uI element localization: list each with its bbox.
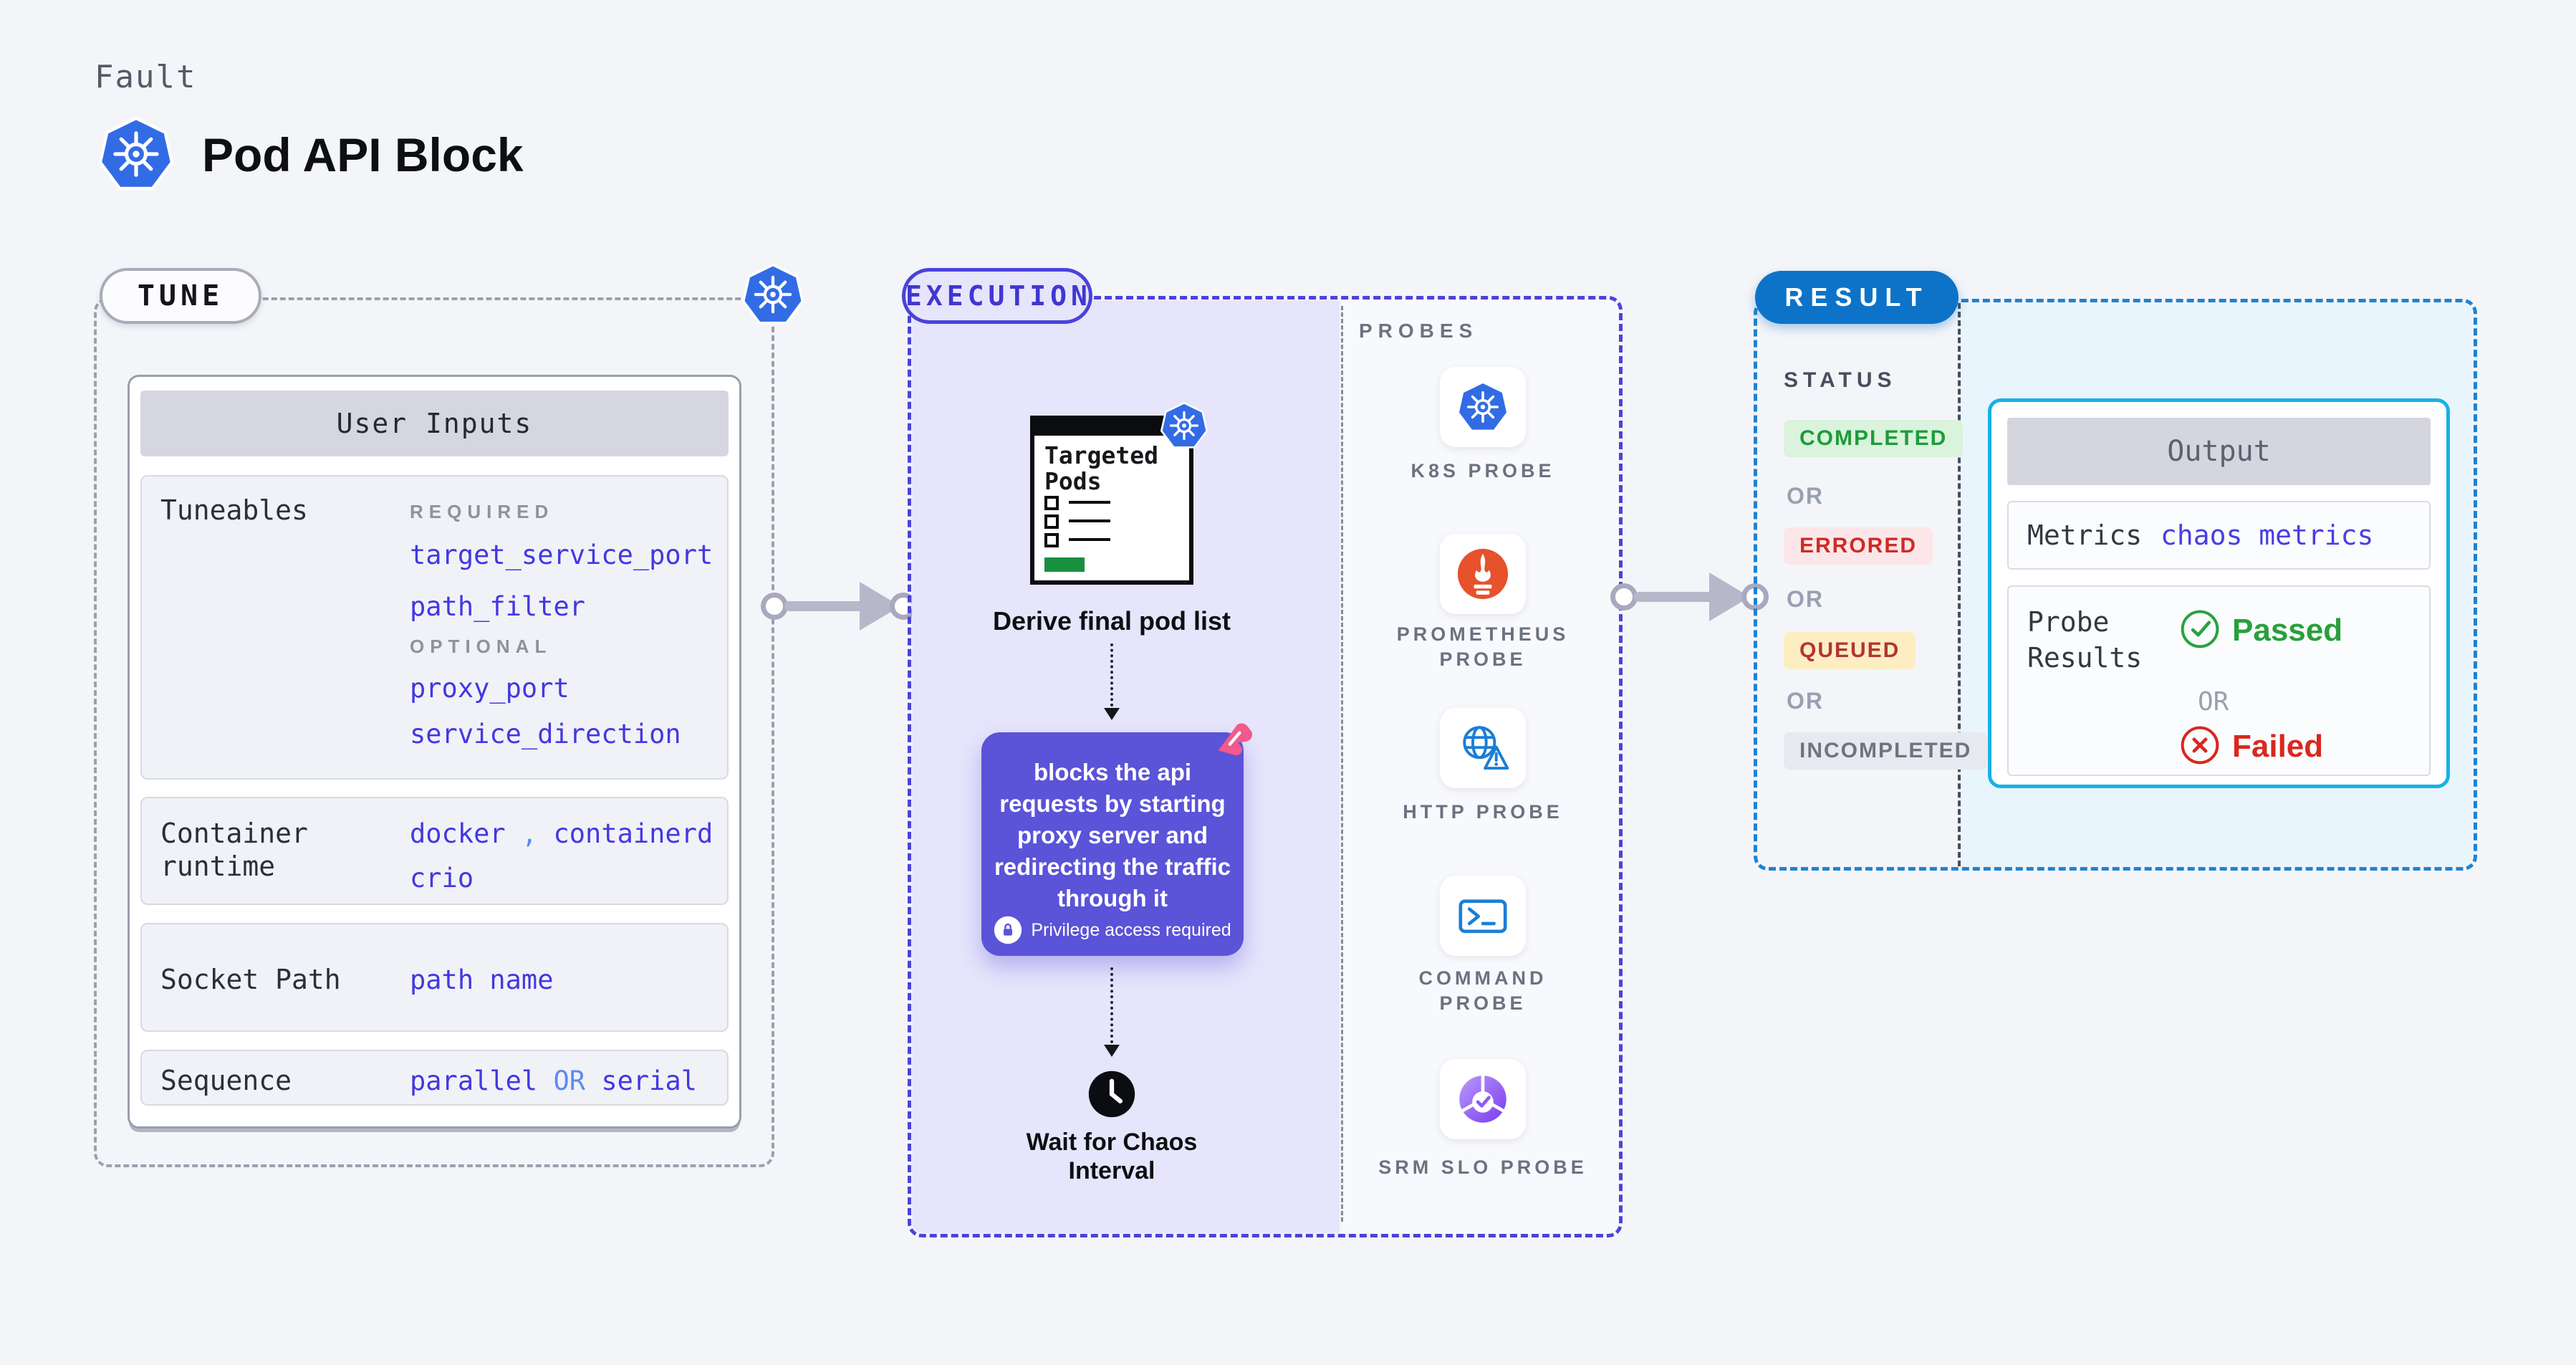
sequence-label: Sequence <box>160 1065 292 1096</box>
probe-card-prometheus <box>1440 534 1526 614</box>
passed-check-icon <box>2179 608 2221 650</box>
socket-path-row: Socket Path path name <box>140 923 729 1032</box>
dotted-connector <box>1110 643 1113 707</box>
srm-slo-probe-icon <box>1455 1071 1511 1127</box>
container-runtime-row: Container runtime docker , containerd cr… <box>140 797 729 905</box>
dotted-connector <box>1110 967 1113 1043</box>
tuneable-required-value: path_filter <box>410 591 586 622</box>
container-runtime-label: Container runtime <box>160 818 308 882</box>
result-divider <box>1958 303 1961 866</box>
user-inputs-title: User Inputs <box>140 391 729 456</box>
k8s-probe-icon <box>1457 381 1509 433</box>
arrowhead-icon <box>1104 1045 1120 1057</box>
passed-label: Passed <box>2232 613 2343 648</box>
page-title: Pod API Block <box>202 128 524 181</box>
tuneables-row: Tuneables REQUIRED target_service_port p… <box>140 475 729 780</box>
probe-label: HTTP PROBE <box>1403 801 1563 823</box>
probe-label: SRM SLO PROBE <box>1378 1156 1587 1178</box>
status-heading: STATUS <box>1784 368 1897 392</box>
connector-dot <box>1610 583 1638 610</box>
checkbox-icon <box>1044 514 1059 529</box>
probe-card-http <box>1440 708 1526 788</box>
sequence-value: parallel OR serial <box>410 1065 697 1096</box>
metrics-value: chaos metrics <box>2161 519 2374 551</box>
probe-label: PROMETHEUS PROBE <box>1396 623 1570 670</box>
kubernetes-icon <box>99 117 173 191</box>
status-badge: INCOMPLETED <box>1784 732 1988 770</box>
tune-pill: TUNE <box>100 268 261 324</box>
tuneable-optional-value: service_direction <box>410 719 681 749</box>
result-pill: RESULT <box>1755 271 1959 324</box>
probe-results-row: Probe Results Passed OR Failed <box>2007 585 2431 776</box>
metrics-row: Metrics chaos metrics <box>2007 501 2431 570</box>
targeted-pods-card: Targeted Pods <box>1030 416 1193 585</box>
tuneable-required-value: target_service_port <box>410 540 713 570</box>
probe-label: COMMAND PROBE <box>1418 967 1547 1014</box>
output-card: Output Metrics chaos metrics Probe Resul… <box>1988 398 2450 788</box>
tuneable-optional-value: proxy_port <box>410 673 569 704</box>
fault-action-text: blocks the api requests by starting prox… <box>994 759 1231 911</box>
or-label: OR <box>1787 483 1824 509</box>
socket-path-value: path name <box>410 964 554 995</box>
prometheus-probe-icon <box>1455 546 1511 602</box>
targeted-pods-title: Targeted Pods <box>1044 441 1158 495</box>
probe-results-label: Probe Results <box>2027 606 2143 674</box>
probe-card-srm-slo <box>1440 1059 1526 1139</box>
execution-section <box>908 296 1623 1237</box>
http-probe-icon <box>1455 720 1511 776</box>
checkbox-icon <box>1044 533 1059 547</box>
fault-eyebrow: Fault <box>95 59 197 95</box>
failed-label: Failed <box>2232 729 2324 764</box>
progress-bar <box>1044 557 1085 572</box>
or-label: OR <box>2198 687 2229 717</box>
wait-chaos-interval-label: Wait for Chaos Interval <box>1026 1129 1198 1184</box>
tune-section <box>94 297 774 1167</box>
probes-heading: PROBES <box>1359 320 1479 342</box>
or-label: OR <box>1787 688 1824 714</box>
failed-cross-icon <box>2179 724 2221 766</box>
checkbox-icon <box>1044 496 1059 510</box>
probes-divider <box>1341 306 1343 1222</box>
probe-label: K8S PROBE <box>1410 460 1555 482</box>
chaos-arrow-icon <box>1212 719 1256 764</box>
derive-pod-list-label: Derive final pod list <box>992 606 1231 636</box>
pods-card-topbar <box>1034 420 1189 436</box>
execution-pill: EXECUTION <box>902 268 1092 324</box>
or-label: OR <box>1787 586 1824 612</box>
status-badge: COMPLETED <box>1784 420 1964 457</box>
fault-action-box: blocks the api requests by starting prox… <box>981 732 1244 956</box>
clock-icon <box>1087 1069 1137 1119</box>
kubernetes-icon <box>742 264 804 325</box>
metrics-label: Metrics <box>2027 519 2143 551</box>
tuneables-label: Tuneables <box>160 494 308 526</box>
result-section <box>1754 299 2477 871</box>
lock-icon <box>994 916 1022 944</box>
container-runtime-values: docker , containerd <box>410 818 713 849</box>
container-runtime-value: crio <box>410 863 474 894</box>
privilege-note: Privilege access required <box>981 916 1244 944</box>
status-badge: QUEUED <box>1784 632 1916 669</box>
kubernetes-icon <box>1160 402 1208 449</box>
command-probe-icon <box>1455 888 1511 944</box>
status-badge: ERRORED <box>1784 527 1933 565</box>
socket-path-label: Socket Path <box>160 964 341 995</box>
sequence-row: Sequence parallel OR serial <box>140 1050 729 1106</box>
output-title: Output <box>2007 418 2431 485</box>
required-label: REQUIRED <box>410 501 554 522</box>
optional-label: OPTIONAL <box>410 636 552 657</box>
arrowhead-icon <box>1104 708 1120 720</box>
probe-card-k8s <box>1440 367 1526 447</box>
probe-card-command <box>1440 876 1526 956</box>
